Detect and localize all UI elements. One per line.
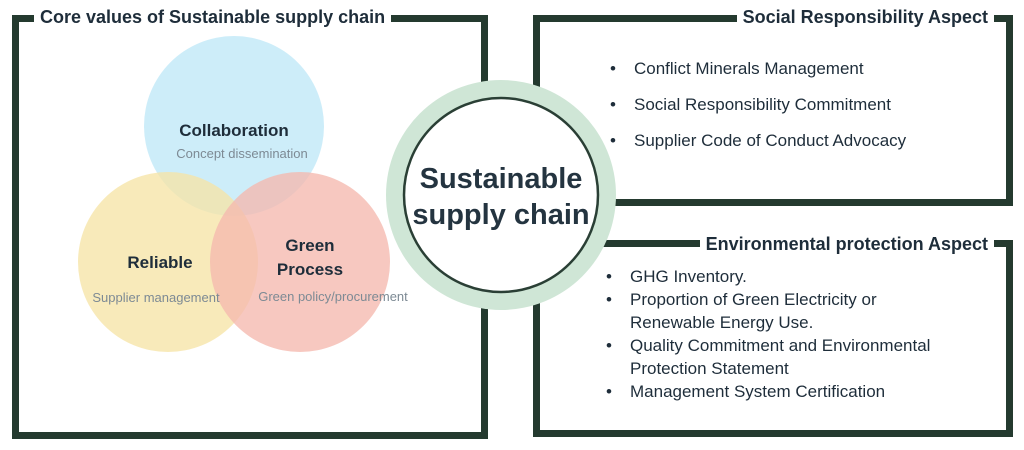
- environmental-item-line: Quality Commitment and Environmental: [630, 336, 931, 355]
- reliable-label: Reliable: [127, 253, 192, 272]
- social-item: Supplier Code of Conduct Advocacy: [606, 130, 906, 152]
- environmental-item-line: Renewable Energy Use.: [630, 313, 814, 332]
- reliable-circle: [78, 172, 258, 352]
- environmental-item: Management System Certification: [602, 380, 930, 403]
- center-title-line2: supply chain: [412, 199, 589, 231]
- green-subtitle: Green policy/procurement: [258, 289, 408, 304]
- environmental-protection-list: GHG Inventory. Proportion of Green Electr…: [602, 265, 930, 403]
- environmental-item: Quality Commitment and EnvironmentalProt…: [602, 334, 930, 380]
- green-label: Green: [285, 236, 334, 255]
- center-title-line1: Sustainable: [420, 163, 583, 195]
- collaboration-circle: [144, 36, 324, 216]
- core-values-title: Core values of Sustainable supply chain: [34, 6, 392, 28]
- environmental-item-line: GHG Inventory.: [630, 267, 747, 286]
- social-responsibility-title: Social Responsibility Aspect: [736, 6, 994, 28]
- green-label: Process: [277, 260, 343, 279]
- collaboration-label: Collaboration: [179, 121, 289, 140]
- center-circle: [402, 96, 600, 294]
- social-responsibility-list: Conflict Minerals ManagementSocial Respo…: [606, 58, 906, 166]
- environmental-protection-title: Environmental protection Aspect: [699, 233, 994, 255]
- environmental-item: Proportion of Green Electricity or Renewa…: [602, 288, 930, 334]
- reliable-subtitle: Supplier management: [92, 290, 220, 305]
- core-values-title-prefix: Core values of: [40, 7, 170, 27]
- core-values-title-bold: Sustainable supply chain: [169, 7, 386, 27]
- environmental-item-line: Protection Statement: [630, 359, 789, 378]
- social-item: Social Responsibility Commitment: [606, 94, 906, 116]
- collaboration-subtitle: Concept dissemination: [176, 146, 308, 161]
- environmental-item: GHG Inventory.: [602, 265, 930, 288]
- social-item: Conflict Minerals Management: [606, 58, 906, 80]
- environmental-item-line: Proportion of Green Electricity or: [630, 290, 877, 309]
- green-circle: [210, 172, 390, 352]
- environmental-item-line: Management System Certification: [630, 382, 886, 401]
